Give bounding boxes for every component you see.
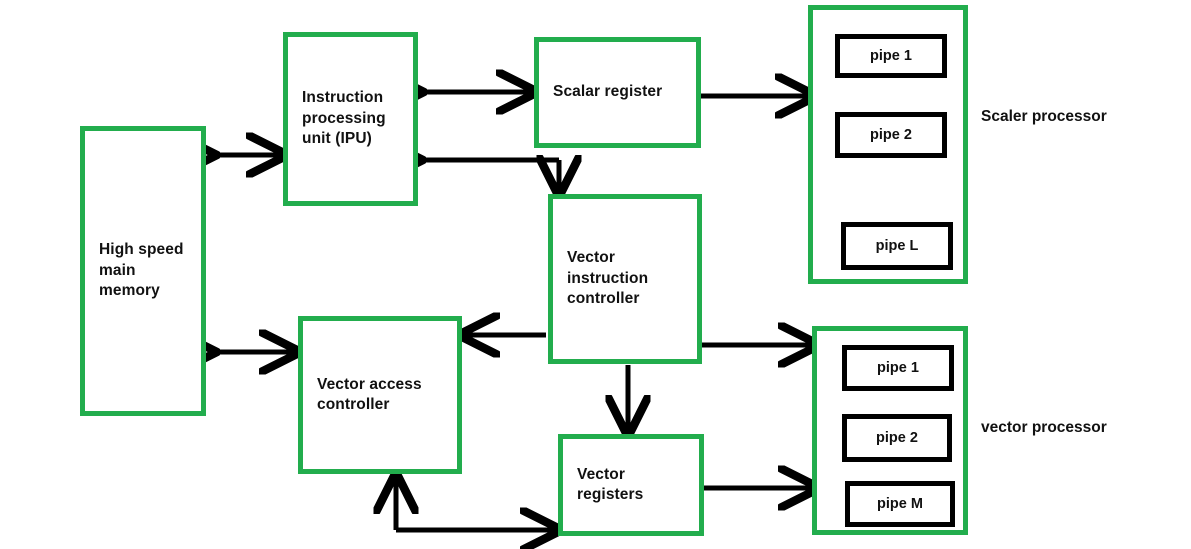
block-label-vector-instruction-controller: Vector instruction controller <box>567 249 649 308</box>
container-vector-processor[interactable]: pipe 1 pipe 2 pipe M <box>812 326 968 535</box>
scaler-pipe-1[interactable]: pipe 1 <box>835 34 947 78</box>
scaler-pipe-2-label: pipe 2 <box>870 127 912 143</box>
vector-pipe-2-label: pipe 2 <box>876 430 918 446</box>
scaler-pipe-1-label: pipe 1 <box>870 48 912 64</box>
block-scalar-register[interactable]: Scalar register <box>534 37 701 148</box>
scaler-pipe-l[interactable]: pipe L <box>841 222 953 270</box>
label-scaler-processor: Scaler processor <box>981 108 1107 125</box>
block-high-speed-main-memory[interactable]: High speed main memory <box>80 126 206 416</box>
block-vector-instruction-controller[interactable]: Vector instruction controller <box>548 194 702 364</box>
vector-pipe-1-label: pipe 1 <box>877 360 919 376</box>
block-label-instruction-processing-unit: Instruction processing unit (IPU) <box>302 89 386 148</box>
vector-pipe-m-label: pipe M <box>877 496 923 512</box>
label-vector-processor: vector processor <box>981 419 1107 436</box>
vector-pipe-2[interactable]: pipe 2 <box>842 414 952 462</box>
block-vector-access-controller[interactable]: Vector access controller <box>298 316 462 474</box>
vector-pipe-1[interactable]: pipe 1 <box>842 345 954 391</box>
scaler-pipe-l-label: pipe L <box>875 238 919 254</box>
vector-pipe-m[interactable]: pipe M <box>845 481 955 527</box>
block-label-vector-access-controller: Vector access controller <box>317 375 422 413</box>
block-label-scalar-register: Scalar register <box>553 83 663 101</box>
block-vector-registers[interactable]: Vector registers <box>558 434 704 536</box>
container-scaler-processor[interactable]: pipe 1 pipe 2 pipe L <box>808 5 968 284</box>
block-label-vector-registers: Vector registers <box>577 465 644 503</box>
scaler-pipe-2[interactable]: pipe 2 <box>835 112 947 158</box>
block-label-high-speed-main-memory: High speed main memory <box>99 241 184 300</box>
block-instruction-processing-unit[interactable]: Instruction processing unit (IPU) <box>283 32 418 206</box>
